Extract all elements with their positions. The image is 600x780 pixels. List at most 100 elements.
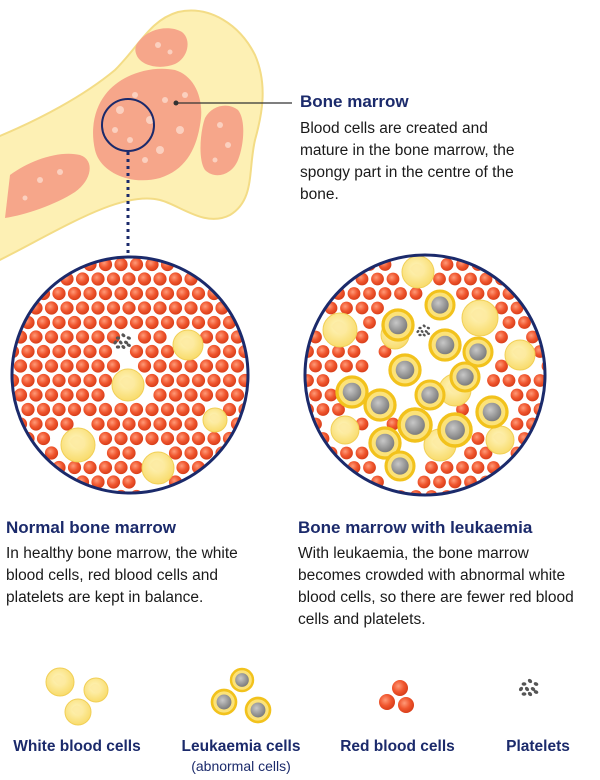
red-blood-cell	[479, 272, 493, 286]
red-blood-cell	[137, 359, 152, 373]
red-blood-cell	[347, 345, 361, 358]
red-blood-cell	[332, 345, 345, 358]
red-blood-cell	[67, 315, 82, 330]
red-blood-cell	[378, 345, 392, 358]
red-blood-cell	[98, 402, 113, 417]
red-blood-cell	[60, 388, 74, 402]
red-blood-cell	[52, 402, 66, 417]
red-blood-cell	[526, 330, 539, 344]
red-blood-cell	[13, 359, 28, 373]
red-blood-cell	[176, 431, 190, 446]
red-blood-cell	[379, 694, 395, 710]
legend-sub-leukaemia: (abnormal cells)	[191, 758, 291, 774]
legend-label-white: White blood cells	[13, 738, 141, 755]
leukaemia-cell	[244, 696, 272, 724]
leukaemia-cell	[428, 328, 462, 362]
white-blood-cell	[83, 677, 109, 703]
red-blood-cell	[215, 388, 229, 402]
red-blood-cell	[433, 475, 446, 489]
red-blood-cell	[487, 287, 500, 300]
white-blood-cell	[141, 451, 175, 485]
red-blood-cell	[29, 359, 43, 373]
red-blood-cell	[114, 460, 128, 475]
red-blood-cell	[176, 460, 190, 475]
white-blood-cell	[64, 698, 92, 726]
red-blood-cell	[98, 373, 113, 388]
red-blood-cell	[44, 388, 59, 402]
red-blood-cell	[129, 286, 144, 301]
red-blood-cell	[222, 373, 237, 388]
leukaemia-text: With leukaemia, the bone marrow becomes …	[298, 545, 574, 628]
red-blood-cell	[36, 315, 51, 330]
red-blood-cell	[502, 374, 516, 387]
red-blood-cell	[176, 402, 190, 417]
red-blood-cell	[129, 402, 144, 417]
leukaemia-cell	[384, 450, 416, 482]
red-blood-cell	[222, 402, 237, 417]
red-blood-cell	[355, 330, 369, 344]
leukaemia-cell	[368, 426, 402, 460]
red-blood-cell	[191, 286, 206, 301]
red-blood-cell	[114, 402, 128, 417]
red-blood-cell	[160, 373, 175, 388]
red-blood-cell	[518, 374, 531, 387]
red-blood-cell	[207, 315, 221, 330]
red-blood-cell	[44, 417, 59, 431]
red-blood-cell	[36, 431, 51, 446]
red-blood-cell	[340, 359, 353, 373]
red-blood-cell	[456, 461, 469, 474]
red-blood-cell	[176, 315, 190, 330]
red-blood-cell	[471, 461, 485, 474]
red-blood-cell	[137, 330, 152, 344]
red-blood-cell	[52, 286, 66, 301]
red-blood-cell	[137, 301, 152, 315]
red-blood-cell	[83, 460, 97, 475]
leukaemia-cell	[381, 308, 415, 342]
red-blood-cell	[215, 359, 229, 373]
red-blood-cell	[448, 272, 462, 286]
red-blood-cell	[21, 373, 35, 388]
red-blood-cell	[114, 431, 128, 446]
red-blood-cell	[98, 315, 113, 330]
red-blood-cell	[363, 287, 376, 300]
red-blood-cell	[153, 359, 167, 373]
red-blood-cell	[67, 344, 82, 359]
red-blood-cell	[440, 461, 454, 474]
leukaemia-cell	[414, 379, 446, 411]
red-blood-cell	[168, 272, 183, 286]
red-blood-cell	[184, 446, 198, 460]
red-blood-cell	[456, 403, 469, 416]
leukaemia-cell	[475, 395, 509, 429]
red-blood-cell	[456, 287, 469, 300]
red-blood-cell	[510, 388, 524, 402]
red-blood-cell	[91, 301, 105, 315]
red-blood-cell	[199, 388, 214, 402]
red-blood-cell	[207, 431, 221, 446]
red-blood-cell	[184, 359, 198, 373]
red-blood-cell	[60, 359, 74, 373]
red-blood-cell	[52, 373, 66, 388]
red-blood-cell	[409, 287, 423, 300]
red-blood-cell	[122, 272, 136, 286]
red-blood-cell	[199, 446, 214, 460]
red-blood-cell	[160, 315, 175, 330]
red-blood-cell	[75, 359, 90, 373]
red-blood-cell	[207, 373, 221, 388]
red-blood-cell	[106, 330, 121, 344]
red-blood-cell	[160, 286, 175, 301]
leukaemia-cell	[437, 412, 473, 448]
marrow-top	[135, 28, 188, 67]
red-blood-cell	[106, 446, 121, 460]
red-blood-cell	[495, 359, 508, 373]
red-blood-cell	[168, 417, 183, 431]
red-blood-cell	[510, 301, 524, 315]
platelets	[113, 333, 131, 349]
red-blood-cell	[448, 475, 462, 489]
red-blood-cell	[75, 301, 90, 315]
red-blood-cell	[44, 330, 59, 344]
platelets	[416, 324, 431, 337]
leukaemia-cell	[462, 336, 494, 368]
legend-label-platelets: Platelets	[506, 738, 570, 755]
red-blood-cell	[67, 460, 82, 475]
